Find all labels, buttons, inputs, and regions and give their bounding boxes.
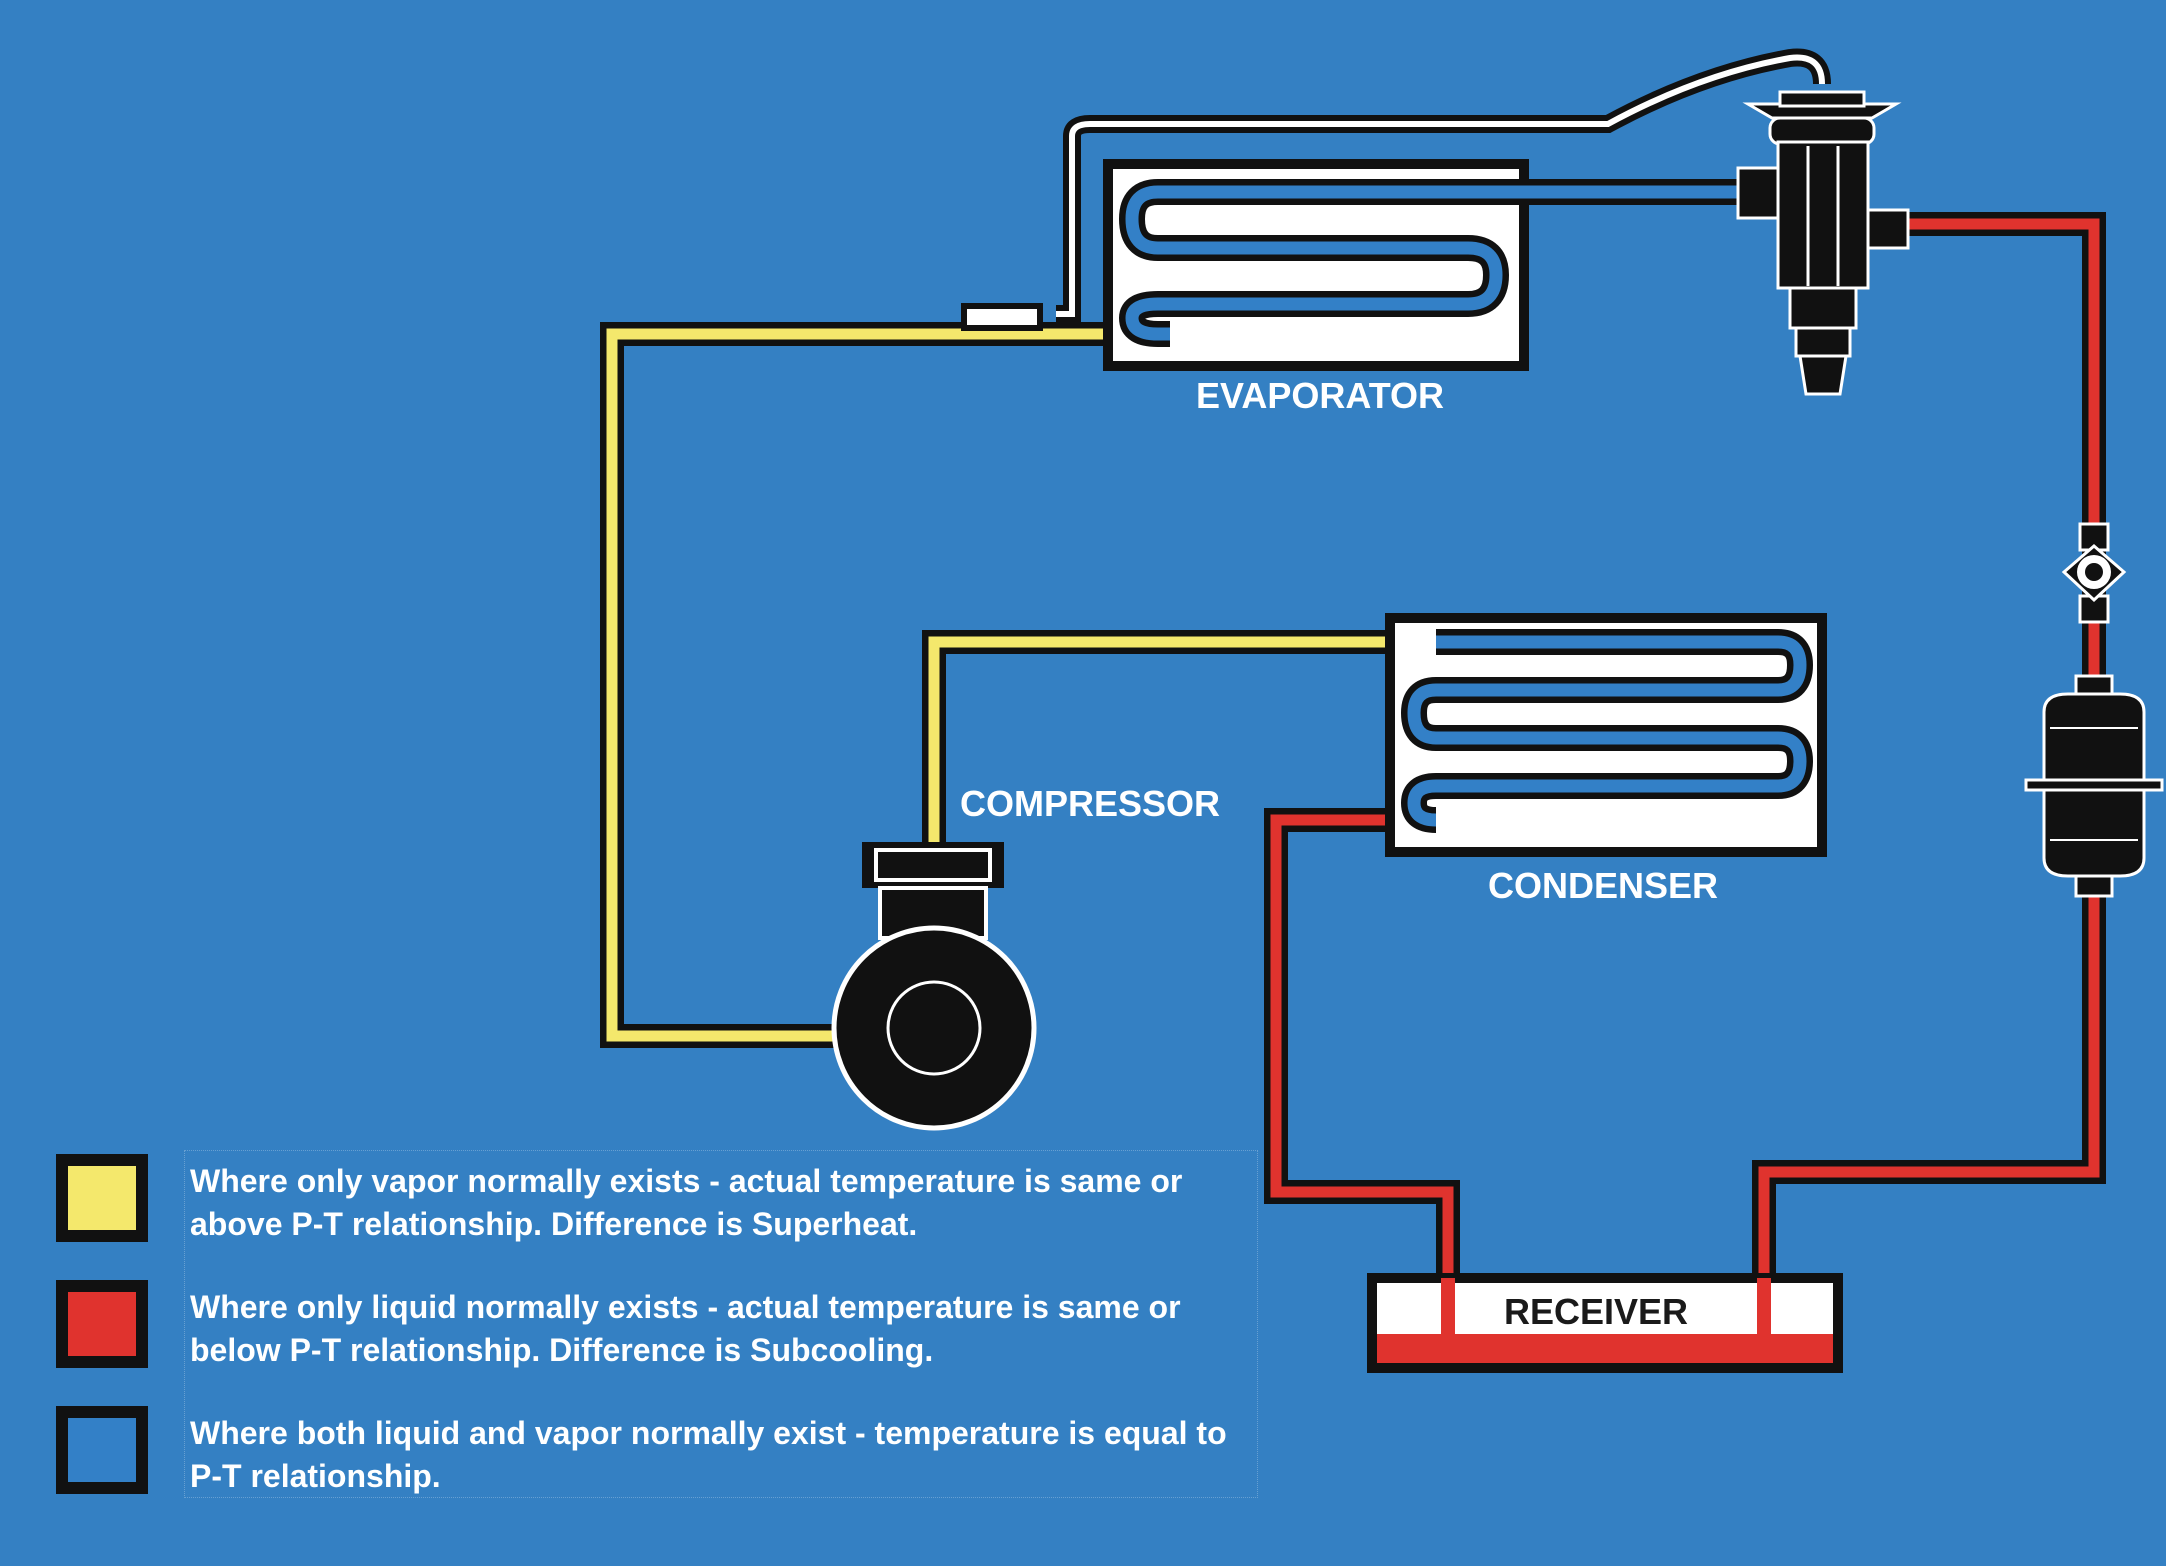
sensing-bulb-capillary	[961, 48, 1831, 331]
liquid-line	[1752, 212, 2106, 1350]
legend-text-vapor: Where only vapor normally exists - actua…	[190, 1163, 1183, 1242]
expansion-valve-icon	[1736, 90, 1910, 396]
condenser-label: CONDENSER	[1488, 865, 1718, 906]
legend-text-liquid: Where only liquid normally exists - actu…	[190, 1289, 1181, 1368]
vapor-swatch	[56, 1154, 148, 1242]
condenser-to-receiver-line	[1264, 808, 1460, 1340]
liquid-swatch	[56, 1280, 148, 1368]
suction-line	[600, 322, 1170, 1048]
sensing-bulb-icon	[961, 303, 1043, 331]
legend-frame	[184, 1150, 1258, 1498]
receiver	[1367, 1273, 1843, 1373]
sight-glass-icon	[2061, 522, 2127, 624]
receiver-label: RECEIVER	[1504, 1291, 1688, 1332]
compressor-icon	[831, 842, 1037, 1131]
evaporator-label: EVAPORATOR	[1196, 375, 1444, 416]
filter-drier-icon	[2024, 674, 2164, 898]
discharge-line	[922, 630, 1436, 855]
evaporator	[1103, 159, 1780, 371]
mixed-swatch	[56, 1406, 148, 1494]
compressor-label: COMPRESSOR	[960, 783, 1220, 824]
legend-text-mixed: Where both liquid and vapor normally exi…	[190, 1415, 1227, 1494]
condenser	[1385, 613, 1827, 857]
